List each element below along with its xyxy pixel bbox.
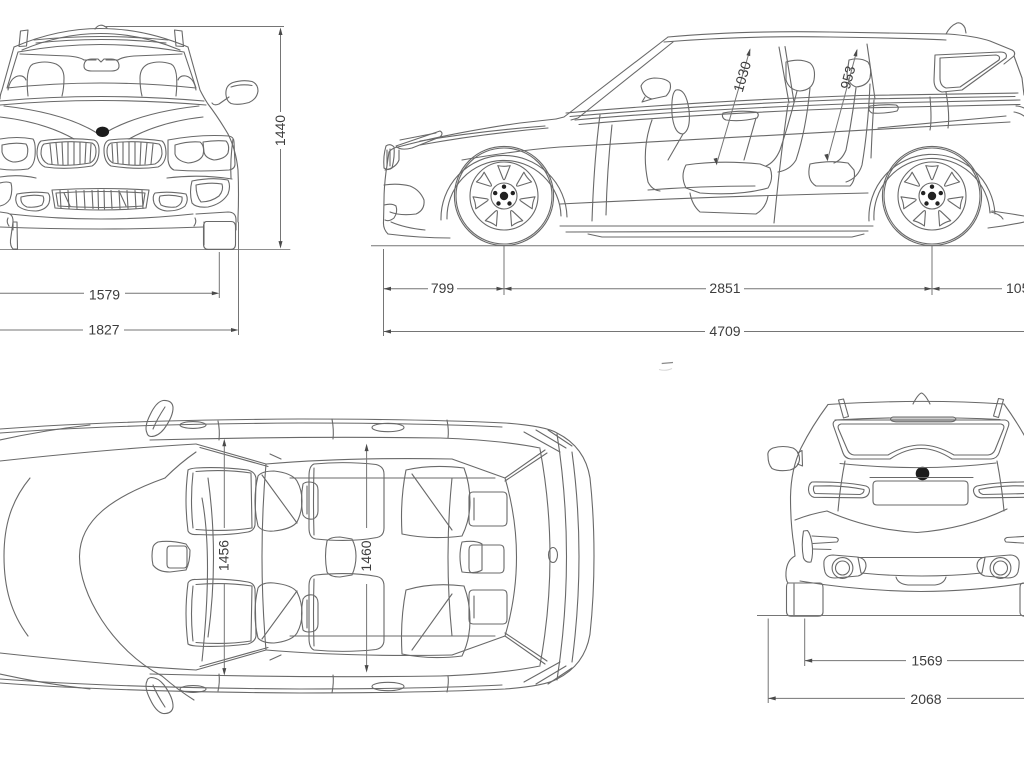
svg-text:2851: 2851 [709,280,740,296]
svg-text:1460: 1460 [358,540,374,571]
svg-text:1059: 1059 [1006,280,1024,296]
svg-text:1827: 1827 [88,322,119,338]
svg-text:1579: 1579 [89,287,120,303]
svg-text:1440: 1440 [272,115,288,146]
svg-text:1456: 1456 [216,540,232,571]
svg-text:2068: 2068 [910,691,941,707]
svg-text:1569: 1569 [911,653,942,669]
svg-text:4709: 4709 [709,323,740,339]
svg-text:953: 953 [837,64,859,91]
svg-text:799: 799 [431,280,455,296]
